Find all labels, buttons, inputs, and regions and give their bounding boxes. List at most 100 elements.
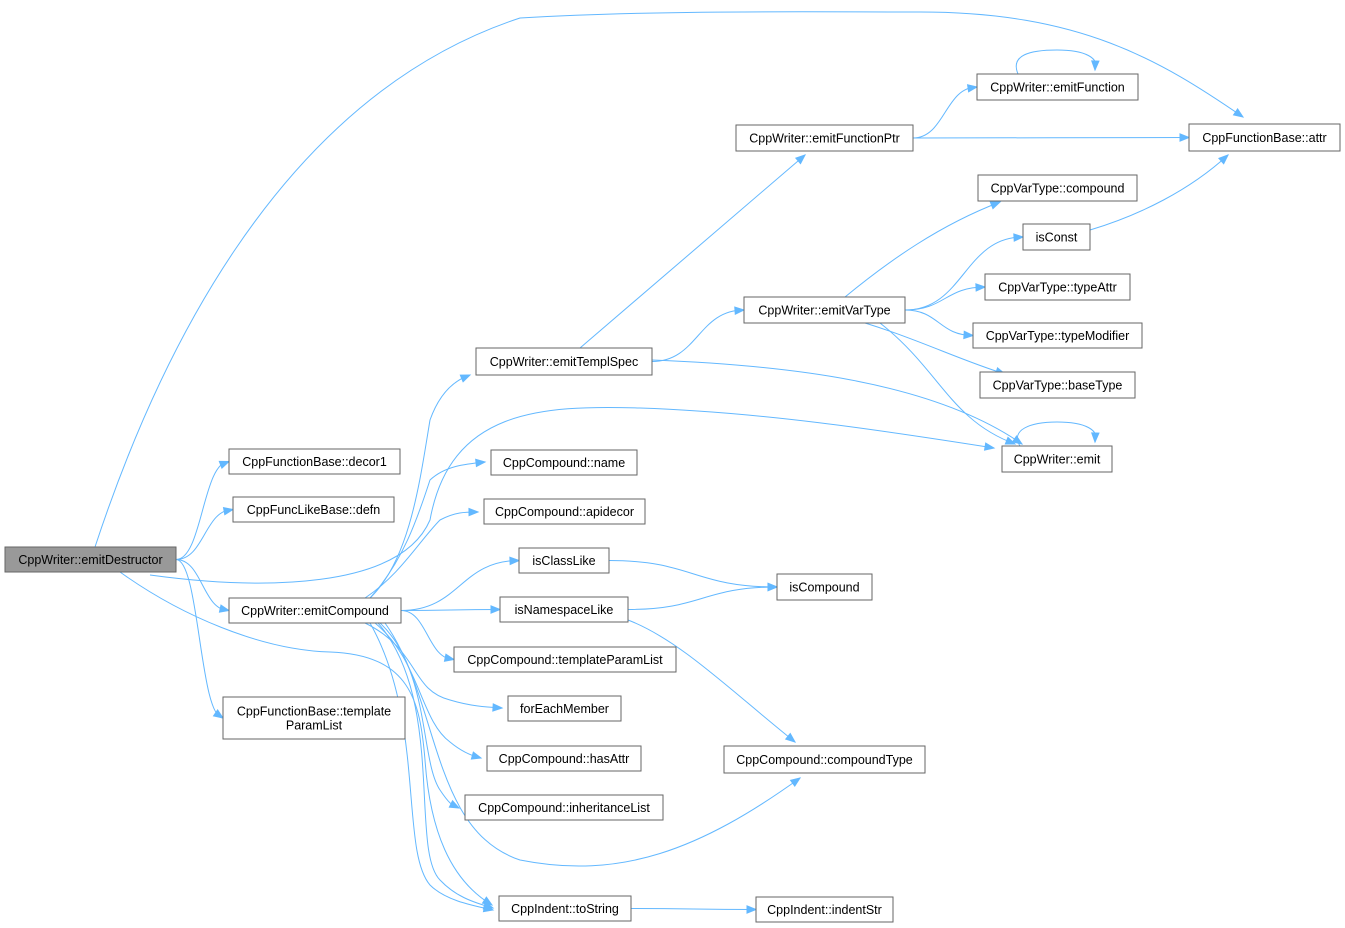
node-box [755, 896, 894, 923]
node-is-compound[interactable]: isCompound [776, 573, 873, 601]
node-label: isCompound [789, 581, 859, 595]
edge-line [879, 322, 1016, 445]
node-label: CppFuncLikeBase::defn [247, 503, 380, 517]
node-is-class-like[interactable]: isClassLike [518, 547, 610, 574]
node-box [735, 124, 914, 152]
edge-line [904, 309, 974, 336]
edge-line [377, 622, 494, 909]
node-label: CppVarType::typeModifier [986, 329, 1130, 343]
node-fb-template-param-list[interactable]: CppFunctionBase::templateParamList [222, 696, 406, 740]
edge-line [579, 154, 806, 349]
node-box [486, 745, 642, 772]
node-box [4, 546, 177, 573]
node-box [464, 794, 664, 821]
node-label: forEachMember [520, 702, 609, 716]
edge-line [400, 560, 520, 611]
edge-arrowhead [789, 777, 802, 788]
edge-emit-destructor-to-fb-template-param-list [175, 559, 225, 719]
nodes-layer: CppWriter::emitDestructorCppFunctionBase… [4, 73, 1341, 923]
node-label: CppWriter::emitTemplSpec [490, 355, 638, 369]
node-base-type[interactable]: CppVarType::baseType [979, 371, 1136, 399]
node-inheritance-list[interactable]: CppCompound::inheritanceList [464, 794, 664, 821]
edge-line [119, 571, 493, 906]
node-label: CppWriter::emit [1014, 453, 1101, 467]
node-box [743, 296, 906, 324]
node-box [984, 273, 1131, 301]
edge-arrowhead [963, 330, 975, 340]
node-has-attr[interactable]: CppCompound::hasAttr [486, 745, 642, 772]
edge-arrowhead [490, 605, 502, 614]
node-box [977, 174, 1138, 202]
edge-emit-destructor-to-attr [94, 11, 1245, 548]
node-emit-compound[interactable]: CppWriter::emitCompound [228, 597, 402, 624]
node-to-string[interactable]: CppIndent::toString [498, 895, 632, 922]
edge-arrowhead [468, 507, 480, 517]
edge-arrowhead [222, 506, 235, 516]
edge-line [912, 137, 1190, 139]
node-label: ParamList [286, 719, 343, 733]
node-type-modifier[interactable]: CppVarType::typeModifier [972, 322, 1143, 349]
edge-line [175, 509, 234, 560]
node-emit[interactable]: CppWriter::emit [1001, 445, 1113, 473]
edge-line [608, 560, 778, 588]
edge-line [630, 908, 757, 910]
edge-arrowhead [509, 556, 521, 566]
edge-emit-var-type-to-type-attr [904, 283, 987, 311]
node-label: isConst [1036, 231, 1078, 245]
node-box [499, 596, 629, 623]
node-label: CppFunctionBase::decor1 [242, 455, 387, 469]
edge-arrowhead [443, 653, 456, 662]
node-attr[interactable]: CppFunctionBase::attr [1188, 123, 1341, 152]
node-box [222, 696, 406, 740]
node-decor1[interactable]: CppFunctionBase::decor1 [228, 448, 401, 475]
node-label: CppCompound::hasAttr [499, 752, 630, 766]
edge-arrowhead [459, 374, 472, 383]
node-is-const[interactable]: isConst [1022, 223, 1091, 251]
node-cc-template-param-list[interactable]: CppCompound::templateParamList [453, 646, 677, 673]
edge-arrowhead [212, 709, 225, 719]
edge-emit-compound-to-emit-templ-spec [369, 374, 472, 599]
node-indent-str[interactable]: CppIndent::indentStr [755, 896, 894, 923]
node-emit-var-type[interactable]: CppWriter::emitVarType [743, 296, 906, 324]
node-for-each-member[interactable]: forEachMember [507, 695, 622, 722]
edge-arrowhead [1179, 133, 1191, 142]
node-box [1001, 445, 1113, 473]
edge-emit-var-type-to-emit [879, 322, 1017, 445]
node-compound-type[interactable]: CppCompound::compoundType [723, 745, 926, 774]
edge-emit-compound-to-is-namespace-like [400, 605, 502, 614]
node-label: CppWriter::emitFunction [990, 81, 1125, 95]
node-box [483, 498, 646, 525]
edge-line [651, 309, 745, 362]
edge-emit-templ-spec-to-emit-var-type [651, 306, 746, 362]
node-vt-compound[interactable]: CppVarType::compound [977, 174, 1138, 202]
edge-arrowhead [1232, 108, 1245, 118]
node-apidecor[interactable]: CppCompound::apidecor [483, 498, 646, 525]
node-emit-destructor[interactable]: CppWriter::emitDestructor [4, 546, 177, 573]
edges-layer [94, 11, 1245, 914]
edge-emit-to-emit [1017, 421, 1100, 447]
edge-line [369, 622, 494, 911]
node-label: CppWriter::emitFunctionPtr [749, 132, 900, 146]
node-type-attr[interactable]: CppVarType::typeAttr [984, 273, 1131, 301]
node-label: isClassLike [532, 554, 595, 568]
node-emit-function[interactable]: CppWriter::emitFunction [976, 73, 1139, 101]
node-box [507, 695, 622, 722]
node-defn[interactable]: CppFuncLikeBase::defn [232, 496, 395, 523]
node-box [518, 547, 610, 574]
edge-arrowhead [448, 799, 461, 809]
node-label: CppWriter::emitVarType [758, 304, 890, 318]
node-box [776, 573, 873, 601]
node-is-namespace-like[interactable]: isNamespaceLike [499, 596, 629, 623]
edge-emit-compound-to-is-class-like [400, 556, 521, 611]
node-box [490, 449, 638, 476]
edge-arrowhead [1004, 436, 1017, 445]
node-emit-templ-spec[interactable]: CppWriter::emitTemplSpec [475, 347, 653, 376]
edge-arrowhead [794, 154, 807, 165]
node-name[interactable]: CppCompound::name [490, 449, 638, 476]
edge-line [175, 559, 224, 719]
edge-line [369, 374, 471, 599]
edge-arrowhead [784, 732, 797, 743]
node-emit-function-ptr[interactable]: CppWriter::emitFunctionPtr [735, 124, 914, 152]
node-label: CppFunctionBase::attr [1202, 131, 1326, 145]
edge-line [904, 286, 986, 311]
